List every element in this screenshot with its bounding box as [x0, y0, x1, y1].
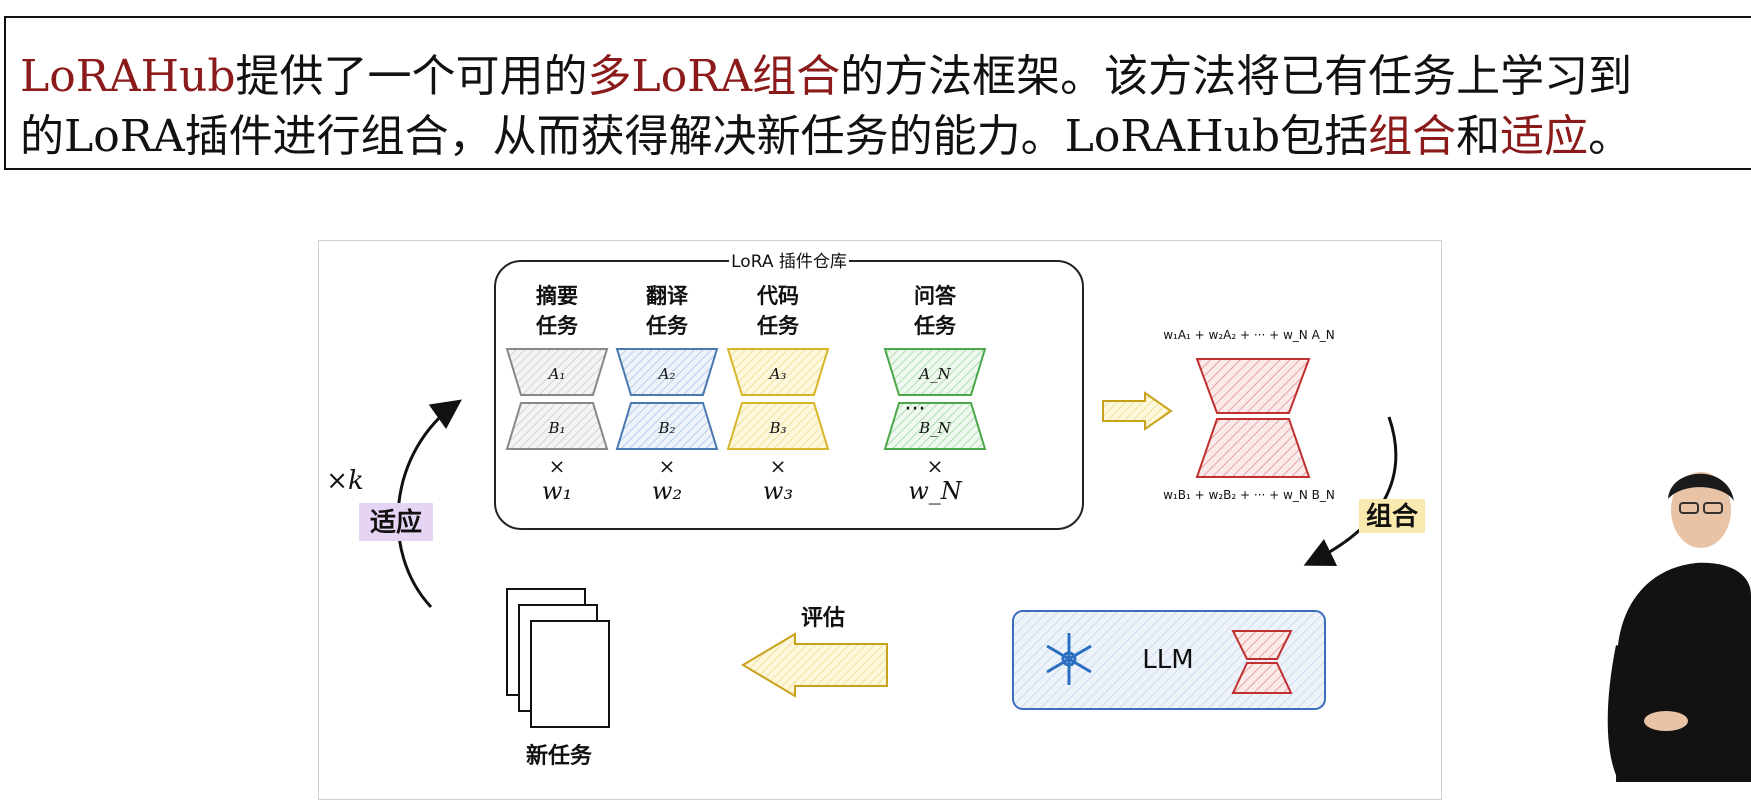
task-weight: w_N — [908, 477, 963, 505]
llm-lora-a — [1231, 630, 1293, 660]
llm-lora-b — [1231, 662, 1293, 694]
intro-textbox: LoRAHub提供了一个可用的多LoRA组合的方法框架。该方法将已有任务上学习到… — [4, 16, 1751, 170]
compose-label-bg — [1359, 499, 1425, 533]
new-task-documents-icon — [506, 588, 610, 728]
intro-adapt: 适应 — [1500, 111, 1589, 162]
new-task-label: 新任务 — [526, 743, 593, 769]
lora-b-trapezoid — [505, 402, 609, 450]
intro-line-1: LoRAHub提供了一个可用的多LoRA组合的方法框架。该方法将已有任务上学习到 — [20, 40, 1632, 104]
lora-a-label: A₂ — [657, 365, 676, 383]
diagram-canvas: LoRA 插件仓库 摘要任务A₁B₁×w₁翻译任务A₂B₂×w₂代码任务A₃B₃… — [326, 251, 1425, 769]
task-weight: w₂ — [652, 477, 682, 505]
lora-b-label: B₁ — [547, 419, 565, 437]
intro-segment: 提供了一个可用的 — [235, 51, 588, 102]
task-title-line1: 问答 — [914, 284, 957, 308]
lora-b-trapezoid — [615, 402, 719, 450]
lora-a-label: A_N — [917, 365, 951, 383]
times-sign: × — [549, 454, 566, 478]
formula-a: w₁A₁ + w₂A₂ + ··· + w_N A_N — [1163, 328, 1335, 342]
ellipsis: ··· — [905, 397, 926, 422]
lora-b-label: B₂ — [657, 419, 675, 437]
intro-segment: 和 — [1456, 111, 1501, 162]
merged-b-trapezoid — [1195, 418, 1311, 478]
compose-arrow — [1102, 391, 1173, 431]
presenter-avatar — [1607, 472, 1751, 782]
task-title-line2: 任务 — [645, 314, 689, 338]
task-columns: 摘要任务A₁B₁×w₁翻译任务A₂B₂×w₂代码任务A₃B₃×w₃问答任务A_N… — [505, 284, 987, 505]
lora-b-trapezoid — [883, 402, 987, 450]
times-sign: × — [659, 454, 676, 478]
repo-label-bg — [729, 251, 849, 271]
task-title-line1: 摘要 — [536, 284, 578, 308]
task-title-line2: 任务 — [756, 314, 800, 338]
task-title-line2: 任务 — [913, 314, 957, 338]
task-title-line1: 翻译 — [646, 284, 689, 308]
task-title-line2: 任务 — [535, 314, 579, 338]
formula-b: w₁B₁ + w₂B₂ + ··· + w_N B_N — [1163, 488, 1335, 502]
task-weight: w₃ — [763, 477, 793, 505]
adapt-label-bg — [359, 503, 433, 541]
times-k-label: ×k — [326, 466, 364, 496]
compose-label: 组合 — [1366, 501, 1419, 532]
intro-segment: 的方法框架。该方法将已有任务上学习到 — [840, 51, 1633, 102]
merged-a-trapezoid — [1195, 358, 1311, 414]
times-sign: × — [770, 454, 787, 478]
evaluate-arrow — [741, 632, 888, 698]
intro-lorahub: LoRAHub — [20, 51, 236, 102]
task-title-line1: 代码 — [756, 284, 799, 308]
intro-segment: 。 — [1588, 111, 1633, 162]
lora-b-label: B_N — [918, 419, 952, 437]
lora-a-trapezoid — [615, 348, 719, 396]
intro-multi-lora: 多LoRA组合 — [587, 51, 841, 102]
lora-a-label: A₁ — [547, 365, 566, 383]
intro-line-2: 的LoRA插件进行组合，从而获得解决新任务的能力。LoRAHub包括组合和适应。 — [20, 100, 1632, 164]
repo-label: LoRA 插件仓库 — [731, 252, 847, 272]
intro-compose: 组合 — [1368, 111, 1457, 162]
task-weight: w₁ — [542, 477, 572, 505]
intro-segment: 的LoRA插件进行组合，从而获得解决新任务的能力。LoRAHub包括 — [20, 111, 1369, 162]
evaluate-label: 评估 — [801, 606, 845, 631]
lora-a-trapezoid — [505, 348, 609, 396]
lora-a-label: A₃ — [768, 365, 787, 383]
lora-a-trapezoid — [726, 348, 830, 396]
snowflake-icon — [1046, 633, 1092, 685]
times-sign: × — [927, 454, 944, 478]
lora-a-trapezoid — [883, 348, 987, 396]
lora-b-label: B₃ — [768, 419, 786, 437]
lora-b-trapezoid — [726, 402, 830, 450]
adapt-label: 适应 — [370, 507, 422, 538]
adapt-curve-arrow — [396, 399, 462, 609]
llm-label: LLM — [1142, 645, 1193, 675]
